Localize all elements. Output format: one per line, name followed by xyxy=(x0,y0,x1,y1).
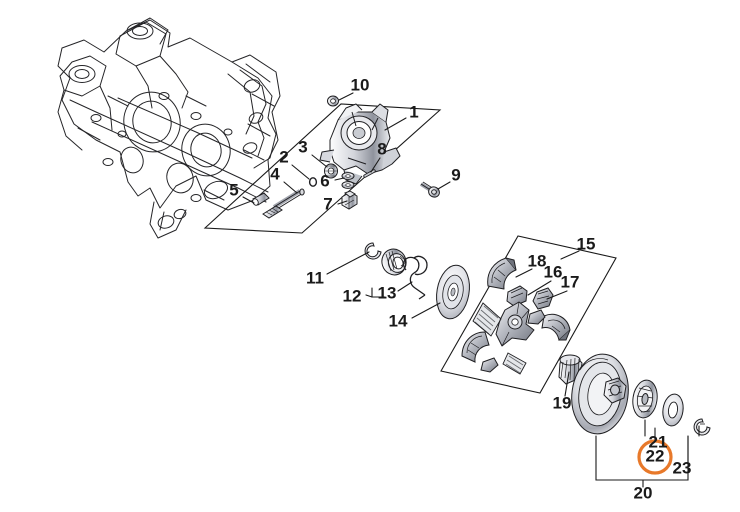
callout-14: 14 xyxy=(389,311,408,330)
callout-1: 1 xyxy=(409,102,418,121)
callout-9: 9 xyxy=(451,165,460,184)
part-3-worm-gear xyxy=(324,163,338,179)
leader-14 xyxy=(411,302,441,319)
leader-3 xyxy=(311,154,328,168)
leader-lines xyxy=(242,92,700,488)
clutch-shoe-right xyxy=(541,313,571,341)
part-8-pin xyxy=(363,169,376,178)
callout-23: 23 xyxy=(673,458,692,477)
leader-6 xyxy=(334,177,345,181)
callout-labels: 1 2 3 4 5 6 7 8 9 10 11 12 13 14 15 16 1… xyxy=(229,75,691,502)
clutch-spider xyxy=(495,301,535,347)
callout-2: 2 xyxy=(279,147,288,166)
part-6-washer-stack xyxy=(341,172,355,189)
callout-3: 3 xyxy=(298,137,307,156)
group-1-outline xyxy=(203,103,442,234)
callout-15: 15 xyxy=(577,234,596,253)
part-5-sleeve-bushing xyxy=(252,192,270,206)
clutch-spring-coil-lower xyxy=(502,352,527,375)
callout-16: 16 xyxy=(544,262,563,281)
clutch-block-small-b xyxy=(480,357,499,373)
callout-6: 6 xyxy=(320,171,329,190)
callout-13: 13 xyxy=(378,283,397,302)
callout-7: 7 xyxy=(323,194,332,213)
clutch-block-small-a xyxy=(527,309,546,325)
callout-4: 4 xyxy=(270,164,280,183)
clutch-spring-coil-left xyxy=(472,302,502,337)
leader-8 xyxy=(370,157,381,173)
leader-17 xyxy=(546,290,568,300)
part-11-circlip xyxy=(364,242,382,260)
leader-16 xyxy=(527,280,552,296)
callout-17: 17 xyxy=(561,272,580,291)
callout-10: 10 xyxy=(351,75,370,94)
callout-19: 19 xyxy=(553,393,572,412)
callout-11: 11 xyxy=(306,268,324,287)
leader-19 xyxy=(564,371,570,397)
callout-21: 21 xyxy=(649,432,668,451)
leader-12-stem xyxy=(365,294,373,298)
part-16-clutch-spring-segment xyxy=(506,285,528,307)
callout-5: 5 xyxy=(229,180,238,199)
part-4-pump-drive-shaft xyxy=(262,188,305,219)
crankcase-housing-illustration xyxy=(57,17,281,239)
leader-1 xyxy=(384,117,407,131)
part-12-bushing-hub xyxy=(381,248,407,276)
callout-20: 20 xyxy=(634,483,653,502)
part-20-clutch-drum xyxy=(571,353,629,435)
leader-5 xyxy=(242,196,255,204)
part-22-washer xyxy=(662,393,684,427)
part-23-e-clip xyxy=(693,418,711,436)
callout-18: 18 xyxy=(528,251,547,270)
leader-13 xyxy=(397,281,413,292)
part-10-small-ring xyxy=(327,95,339,107)
part-13-spring-clip xyxy=(402,255,428,300)
clutch-shoe-lower-left xyxy=(461,331,490,363)
part-21-sprocket-rim xyxy=(632,379,658,419)
highlight-ring-22 xyxy=(637,439,673,475)
callout-12: 12 xyxy=(343,286,362,305)
callout-22: 22 xyxy=(646,446,665,465)
callout-8: 8 xyxy=(377,139,386,158)
leader-9 xyxy=(437,181,451,190)
leader-7 xyxy=(337,200,348,205)
part-9-hex-head-screw xyxy=(419,181,440,198)
part-7-adjusting-screw xyxy=(341,190,358,210)
leader-10 xyxy=(338,92,354,101)
leader-11 xyxy=(326,251,370,275)
leader-18 xyxy=(515,268,533,278)
part-18-clutch-shoe-upper xyxy=(487,257,517,290)
leader-4 xyxy=(283,181,298,194)
leader-15 xyxy=(560,250,580,260)
part-17-clutch-shoe-small xyxy=(532,287,554,310)
leader-2 xyxy=(291,164,310,180)
part-2-o-ring xyxy=(308,177,318,187)
part-14-oil-pump-drive-disc xyxy=(436,264,470,320)
